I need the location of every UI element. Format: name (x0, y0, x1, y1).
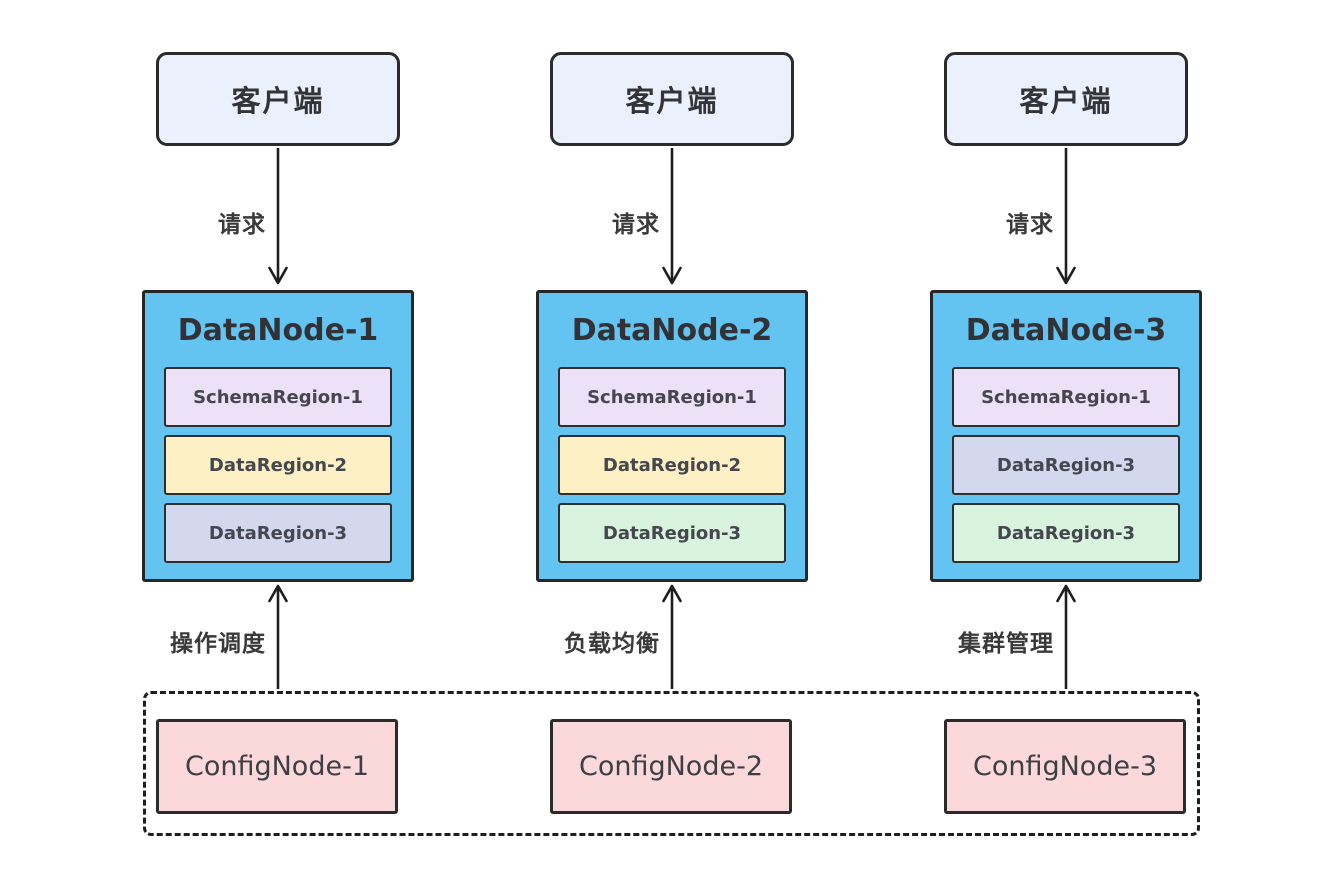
confignode-box-3: ConfigNode-3 (944, 719, 1186, 814)
region-list: SchemaRegion-1 DataRegion-2 DataRegion-3 (558, 367, 786, 563)
region-label: DataRegion-3 (996, 522, 1136, 544)
region-label: DataRegion-3 (602, 522, 742, 544)
region-label: DataRegion-3 (208, 522, 348, 544)
region-label: DataRegion-2 (208, 454, 348, 476)
region-label: SchemaRegion-1 (193, 386, 363, 408)
datanode-title: DataNode-1 (177, 312, 379, 348)
datanode-title: DataNode-2 (571, 312, 773, 348)
request-arrow-down-icon (1054, 147, 1078, 288)
request-edge-label: 请求 (1006, 212, 1054, 238)
request-arrow-down-icon (660, 147, 684, 288)
config-edge-label-cluster-management: 集群管理 (958, 631, 1054, 657)
region-label: SchemaRegion-1 (981, 386, 1151, 408)
request-edge-label: 请求 (612, 212, 660, 238)
region-box: DataRegion-3 (952, 503, 1180, 563)
client-label: 客户端 (1019, 84, 1113, 118)
request-arrow-down-icon (266, 147, 290, 288)
region-label: SchemaRegion-1 (587, 386, 757, 408)
config-edge-label-scheduling: 操作调度 (170, 631, 266, 657)
region-box: DataRegion-3 (164, 503, 392, 563)
request-edge-label: 请求 (218, 212, 266, 238)
client-box-1: 客户端 (156, 52, 400, 146)
confignode-box-1: ConfigNode-1 (156, 719, 398, 814)
config-arrow-up-icon (660, 584, 684, 690)
datanode-box-1: DataNode-1 SchemaRegion-1 DataRegion-2 D… (142, 290, 414, 582)
config-edge-label-load-balancing: 负载均衡 (564, 631, 660, 657)
datanode-box-3: DataNode-3 SchemaRegion-1 DataRegion-3 D… (930, 290, 1202, 582)
client-label: 客户端 (231, 84, 325, 118)
region-box: DataRegion-3 (558, 503, 786, 563)
confignode-box-2: ConfigNode-2 (550, 719, 792, 814)
region-list: SchemaRegion-1 DataRegion-2 DataRegion-3 (164, 367, 392, 563)
client-box-3: 客户端 (944, 52, 1188, 146)
config-arrow-up-icon (1054, 584, 1078, 690)
region-box: DataRegion-2 (558, 435, 786, 495)
datanode-box-2: DataNode-2 SchemaRegion-1 DataRegion-2 D… (536, 290, 808, 582)
config-arrow-up-icon (266, 584, 290, 690)
datanode-title: DataNode-3 (965, 312, 1167, 348)
confignode-label: ConfigNode-2 (578, 751, 764, 782)
region-box: SchemaRegion-1 (164, 367, 392, 427)
region-box: SchemaRegion-1 (952, 367, 1180, 427)
region-label: DataRegion-2 (602, 454, 742, 476)
region-label: DataRegion-3 (996, 454, 1136, 476)
region-list: SchemaRegion-1 DataRegion-3 DataRegion-3 (952, 367, 1180, 563)
confignode-label: ConfigNode-3 (972, 751, 1158, 782)
client-box-2: 客户端 (550, 52, 794, 146)
region-box: DataRegion-2 (164, 435, 392, 495)
confignode-label: ConfigNode-1 (184, 751, 370, 782)
region-box: SchemaRegion-1 (558, 367, 786, 427)
client-label: 客户端 (625, 84, 719, 118)
region-box: DataRegion-3 (952, 435, 1180, 495)
